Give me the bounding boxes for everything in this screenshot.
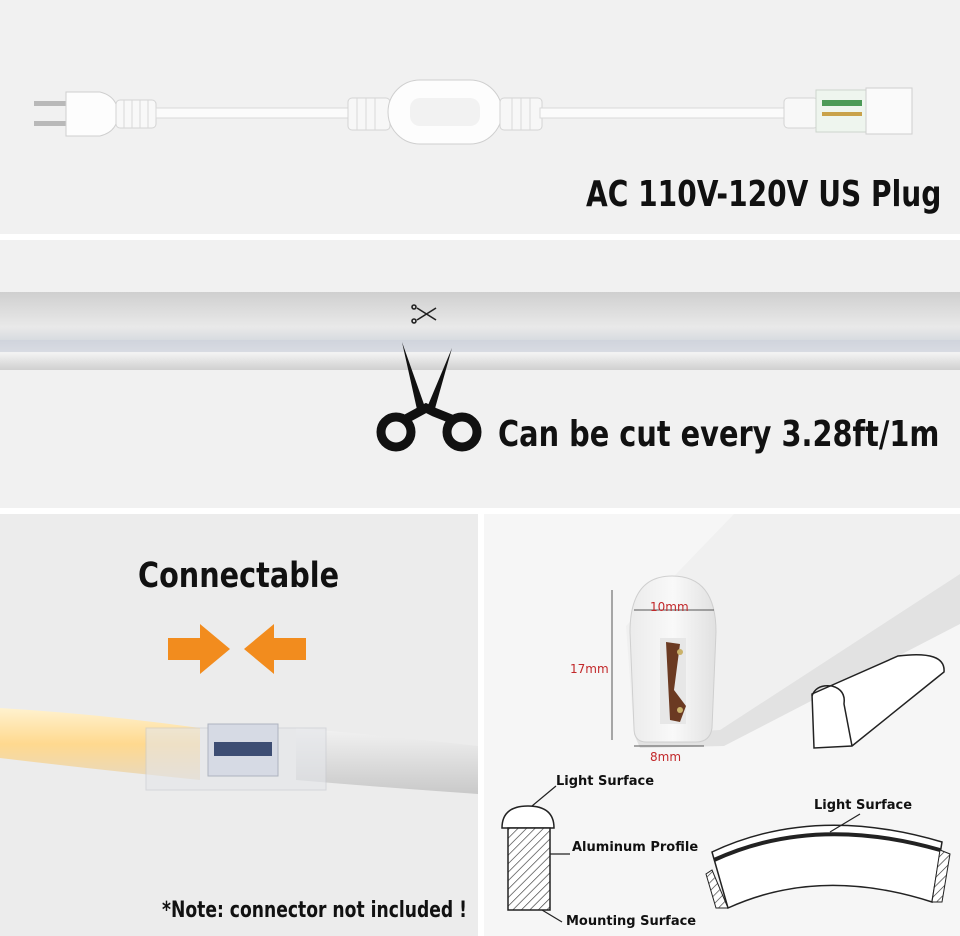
power-cord-illustration [34, 79, 913, 145]
aluminum-profile-label: Aluminum Profile [572, 840, 699, 855]
connector-note: *Note: connector not included ! [162, 898, 467, 923]
arrow-right-icon [168, 624, 230, 674]
connectable-title: Connectable [138, 556, 340, 596]
plug-panel: AC 110V-120V US Plug [0, 0, 960, 234]
neon-strip-illustration [0, 292, 960, 370]
width-bottom-label: 8mm [650, 750, 682, 764]
cut-title: Can be cut every 3.28ft/1m [498, 414, 940, 455]
cut-mark-icon [411, 304, 437, 324]
scissors-icon [376, 342, 482, 452]
plug-title: AC 110V-120V US Plug [586, 174, 942, 215]
light-surface-label-2: Light Surface [814, 798, 913, 813]
strip-connector-illustration [0, 708, 478, 794]
height-label: 17mm [570, 662, 609, 676]
dimension-panel: 10mm 17mm 8mm Light Surface Aluminum Pro… [484, 514, 960, 936]
connect-panel: Connectable *Note: connector not include… [0, 514, 478, 936]
strip-profile-illustration [501, 514, 960, 923]
light-surface-label-1: Light Surface [556, 774, 655, 789]
arrow-left-icon [244, 624, 306, 674]
cut-panel: Can be cut every 3.28ft/1m [0, 240, 960, 508]
mounting-surface-label: Mounting Surface [566, 914, 697, 929]
width-top-label: 10mm [650, 600, 689, 614]
